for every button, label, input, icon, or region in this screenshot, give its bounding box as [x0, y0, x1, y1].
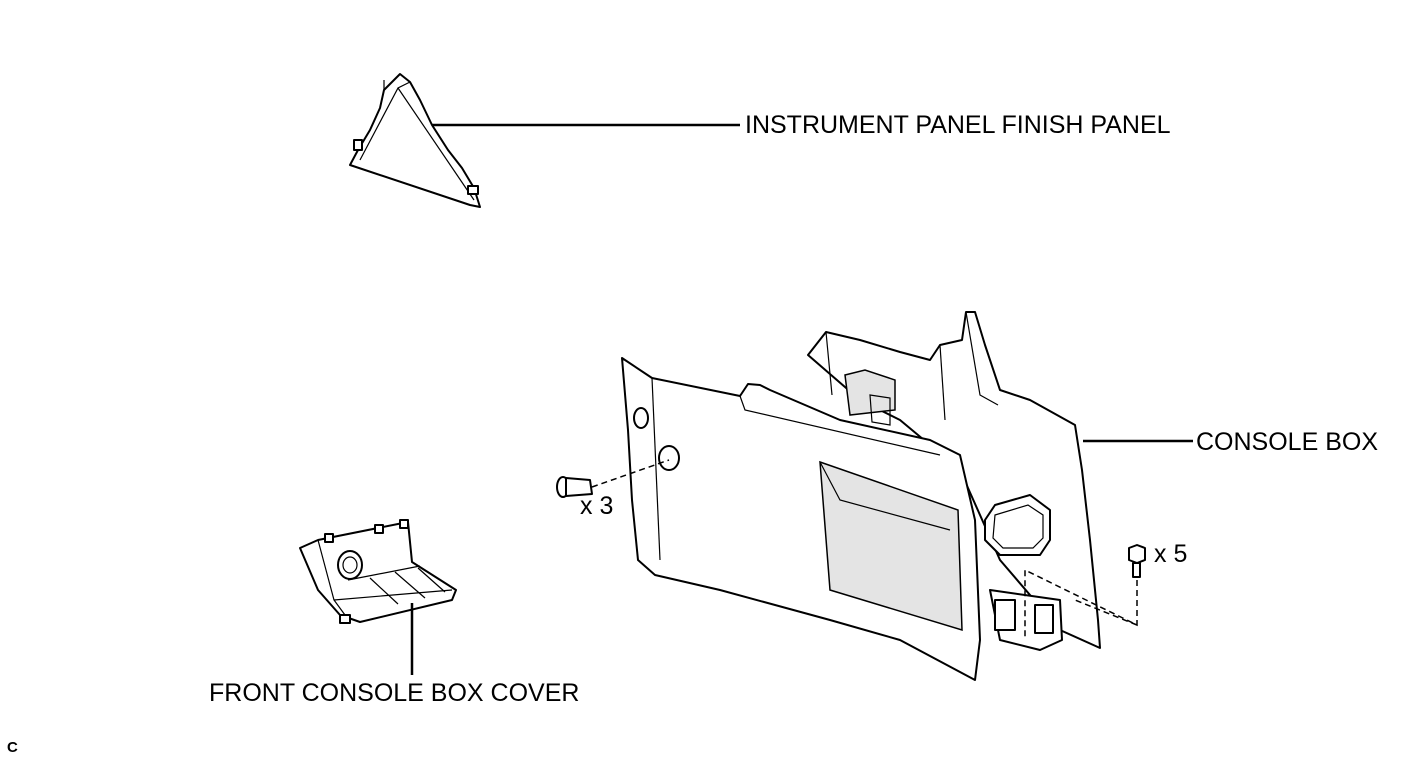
label-console-box: CONSOLE BOX [1196, 428, 1378, 456]
clip-guide-line [591, 459, 670, 488]
quantity-clip: x 3 [580, 492, 614, 520]
bolt-part [1128, 544, 1146, 578]
console-box-part [621, 311, 1101, 681]
label-instrument-panel-finish-panel: INSTRUMENT PANEL FINISH PANEL [745, 111, 1171, 139]
figure-code: C [7, 739, 18, 756]
front-console-box-cover-part [299, 519, 457, 624]
clip-part [556, 476, 593, 498]
bolt-guide-lines [1024, 568, 1138, 640]
quantity-bolt: x 5 [1154, 540, 1188, 568]
instrument-panel-finish-panel-part [349, 73, 481, 208]
label-front-console-box-cover: FRONT CONSOLE BOX COVER [209, 679, 580, 707]
